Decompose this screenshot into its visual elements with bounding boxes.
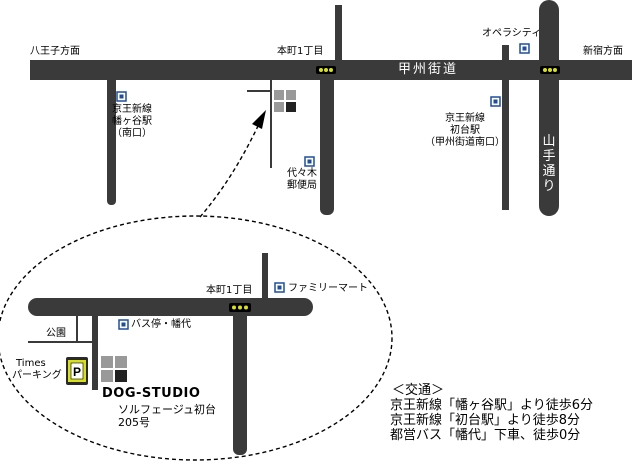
traffic-signal-icon bbox=[316, 66, 336, 74]
hatsudai-line: 京王新線 bbox=[445, 113, 485, 124]
yamate-char: 通 bbox=[542, 164, 556, 179]
yamate-char: り bbox=[542, 179, 556, 194]
hatsudai-exit: （甲州街道南口） bbox=[425, 137, 505, 148]
post-office-line1: 代々木 bbox=[287, 168, 317, 179]
landmark-icon bbox=[519, 43, 530, 54]
access-heading: ＜交通＞ bbox=[392, 383, 445, 398]
hatagaya-station-label: 京王新線 幡ヶ谷駅 （南口） bbox=[112, 104, 152, 140]
parking-icon: P bbox=[66, 357, 88, 385]
yamate-dori-label: 山 手 通 り bbox=[541, 134, 557, 194]
intersection-label: 本町1丁目 bbox=[277, 46, 324, 57]
park-label: 公園 bbox=[46, 328, 66, 339]
access-line: 京王新線「初台駅」より徒歩8分 bbox=[390, 413, 581, 428]
studio-building-icon-upper bbox=[274, 90, 296, 112]
road-detail-main bbox=[28, 298, 313, 316]
traffic-signal-icon bbox=[540, 66, 560, 74]
access-line: 都営バス「幡代」下車、徒歩0分 bbox=[390, 428, 581, 443]
station-icon bbox=[490, 96, 501, 107]
hatsudai-name: 初台駅 bbox=[450, 125, 480, 136]
road-honmachi-south bbox=[320, 75, 334, 215]
parking-type: パーキング bbox=[12, 370, 62, 381]
post-office-line2: 郵便局 bbox=[287, 180, 317, 191]
studio-room-number: 205号 bbox=[118, 416, 150, 429]
road-hatsudai-street bbox=[502, 45, 509, 210]
bus-stop-icon bbox=[118, 319, 129, 330]
station-icon bbox=[116, 91, 127, 102]
direction-east-label: 新宿方面 bbox=[583, 46, 623, 57]
family-mart-label: ファミリーマート bbox=[288, 283, 368, 294]
studio-building-icon bbox=[101, 356, 127, 382]
post-office-icon bbox=[304, 156, 315, 167]
detail-intersection-label: 本町1丁目 bbox=[206, 285, 253, 296]
hatsudai-station-label: 京王新線 初台駅 （甲州街道南口） bbox=[412, 113, 518, 149]
hatagaya-line: 京王新線 bbox=[112, 104, 152, 115]
direction-west-label: 八王子方面 bbox=[30, 46, 80, 57]
parking-brand: Times bbox=[16, 358, 46, 369]
road-detail-south bbox=[233, 305, 247, 455]
bus-stop-label: バス停・幡代 bbox=[131, 319, 191, 330]
road-honmachi-north bbox=[335, 5, 342, 65]
road-detail-north bbox=[262, 253, 268, 308]
yamate-char: 手 bbox=[542, 149, 556, 164]
post-office-label: 代々木 郵便局 bbox=[280, 168, 324, 192]
parking-sign-letter: P bbox=[73, 365, 81, 379]
studio-building-name: ソルフェージュ初台 bbox=[118, 403, 217, 416]
access-line: 京王新線「幡ヶ谷駅」より徒歩6分 bbox=[390, 398, 594, 413]
parking-label: Times パーキング bbox=[12, 358, 62, 382]
hatagaya-exit: （南口） bbox=[112, 128, 152, 139]
road-detail-west bbox=[92, 310, 98, 390]
koshu-kaido-label: 甲州街道 bbox=[398, 62, 459, 77]
detail-area-outline bbox=[0, 215, 393, 461]
zoom-pointer-line bbox=[199, 125, 259, 218]
hatagaya-name: 幡ヶ谷駅 bbox=[112, 116, 152, 127]
traffic-signal-icon bbox=[229, 303, 251, 312]
opera-city-label: オペラシティ bbox=[482, 28, 542, 39]
arrowhead-icon bbox=[252, 110, 266, 129]
road-hatagaya-street bbox=[107, 75, 116, 205]
access-info: ＜交通＞ 京王新線「幡ヶ谷駅」より徒歩6分 京王新線「初台駅」より徒歩8分 都営… bbox=[390, 383, 593, 443]
yamate-char: 山 bbox=[542, 134, 556, 149]
studio-address: ソルフェージュ初台 205号 bbox=[118, 403, 216, 429]
studio-name: DOG-STUDIO bbox=[102, 386, 201, 401]
convenience-store-icon bbox=[274, 282, 285, 293]
road-yamate-dori bbox=[539, 0, 559, 216]
